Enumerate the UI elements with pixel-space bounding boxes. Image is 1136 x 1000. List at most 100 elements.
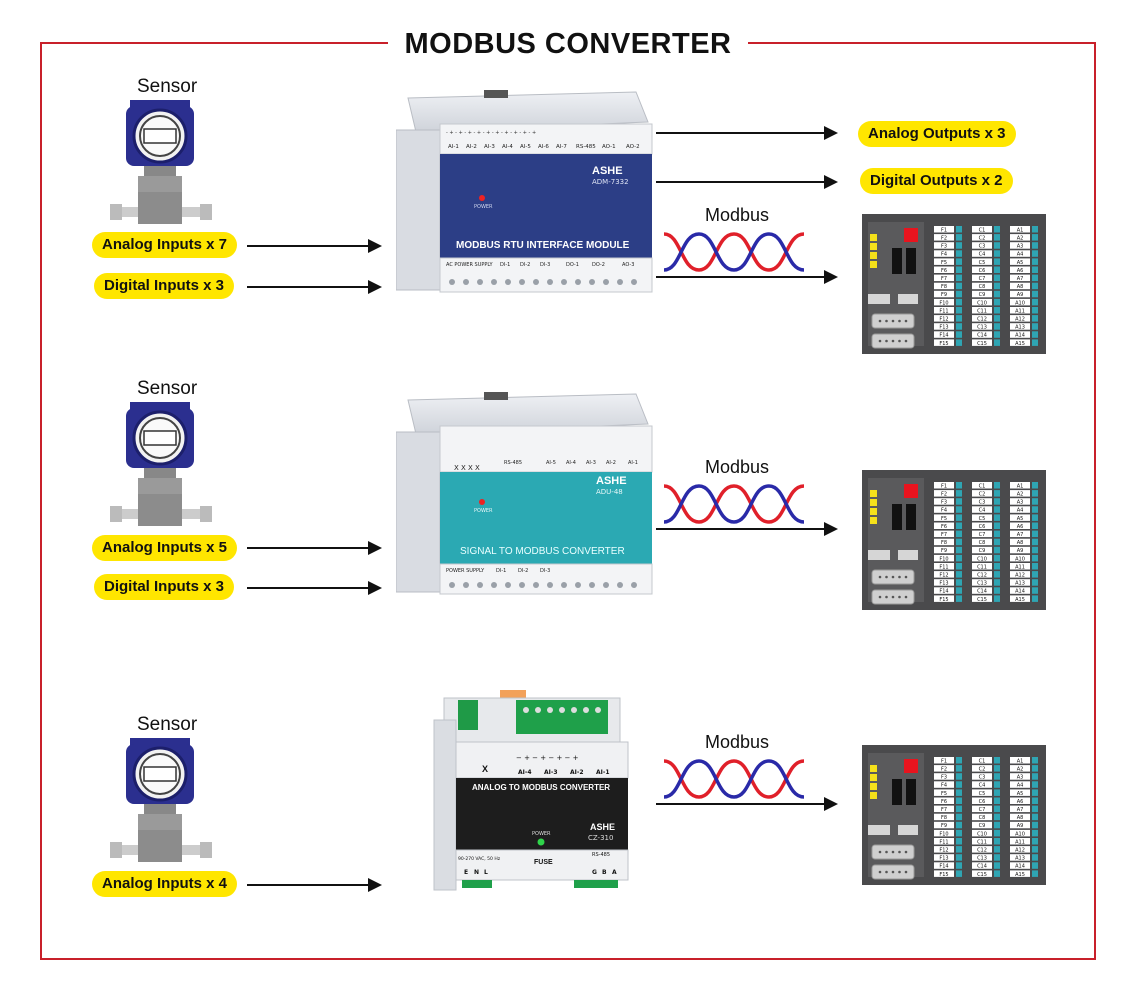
terminal-label: AI-3 xyxy=(484,144,495,150)
plc-terminal-label: F6 xyxy=(941,268,947,274)
svg-text:− + − + − + − +: − + − + − + − + xyxy=(516,754,579,762)
plc-terminal-label: F10 xyxy=(939,556,948,562)
terminal-label: E xyxy=(464,869,468,876)
plc-terminal-label: A11 xyxy=(1015,839,1025,845)
plc-terminal-label: F12 xyxy=(939,573,948,579)
plc-terminal-label: C9 xyxy=(979,548,986,554)
brand-label: ASHE xyxy=(590,822,615,832)
terminal-label: AI-5 xyxy=(520,144,531,150)
plc-terminal-label: A5 xyxy=(1017,516,1024,522)
plc-terminal-label: F11 xyxy=(939,308,948,314)
analog-outputs-pill: Analog Outputs x 3 xyxy=(858,121,1016,147)
terminal-label: AC POWER SUPPLY xyxy=(446,262,494,268)
terminal-label: AI-3 xyxy=(586,460,596,466)
plc-terminal-label: C5 xyxy=(979,516,986,522)
analog-input-arrow xyxy=(247,541,382,555)
plc-controller: F1F2F3F4F5F6F7F8F9F10F11F12F13F14F15C1C2… xyxy=(862,470,1046,610)
plc-terminal-label: A7 xyxy=(1017,276,1024,282)
plc-terminal-label: F15 xyxy=(939,597,948,603)
plc-terminal-label: C11 xyxy=(977,308,987,314)
plc-terminal-label: F13 xyxy=(939,581,948,587)
modbus-signal-wave xyxy=(664,759,804,799)
terminal-label: RS-485 xyxy=(576,144,596,150)
terminal-label: AO-3 xyxy=(622,262,634,268)
plc-terminal-label: F1 xyxy=(941,227,947,233)
plc-terminal-label: F7 xyxy=(941,807,947,813)
model-label: ADM-7332 xyxy=(592,178,629,186)
plc-terminal-label: F11 xyxy=(939,564,948,570)
terminal-label: AI-1 xyxy=(628,460,638,466)
plc-terminal-label: F13 xyxy=(939,325,948,331)
plc-terminal-label: F14 xyxy=(939,589,948,595)
terminal-label: AI-4 xyxy=(518,769,532,776)
plc-terminal-label: C13 xyxy=(977,325,987,331)
terminal-label: RS-485 xyxy=(504,460,522,466)
plc-terminal-label: A10 xyxy=(1015,556,1025,562)
plc-terminal-label: A14 xyxy=(1015,589,1025,595)
analog-inputs-pill: Analog Inputs x 5 xyxy=(92,535,238,561)
modbus-arrow xyxy=(656,797,838,811)
sensor-icon xyxy=(110,100,212,224)
terminal-label: AI-4 xyxy=(502,144,513,150)
plc-terminal-label: F5 xyxy=(941,516,947,522)
digital-input-arrow xyxy=(247,581,382,595)
terminal-label: DO-1 xyxy=(566,262,579,268)
plc-terminal-label: C15 xyxy=(977,341,987,347)
plc-terminal-label: C14 xyxy=(977,864,987,870)
plc-terminal-label: F7 xyxy=(941,276,947,282)
plc-terminal-label: A13 xyxy=(1015,856,1025,862)
plc-terminal-label: A7 xyxy=(1017,807,1024,813)
plc-terminal-label: A1 xyxy=(1017,758,1024,764)
digital-inputs-pill: Digital Inputs x 3 xyxy=(94,273,235,299)
model-label: ADU-48 xyxy=(596,488,623,496)
plc-terminal-label: C8 xyxy=(979,540,986,546)
plc-terminal-label: A3 xyxy=(1017,500,1024,506)
modbus-label: Modbus xyxy=(705,457,770,477)
plc-terminal-label: F12 xyxy=(939,848,948,854)
plc-terminal-label: F6 xyxy=(941,799,947,805)
digital-output-arrow xyxy=(656,175,838,189)
signal-to-modbus-converter: X X X X RS-485 AI-5 AI-4 AI-3 AI-2 AI-1 … xyxy=(396,392,653,595)
plc-terminal-label: A9 xyxy=(1017,823,1024,829)
analog-to-modbus-converter: X − + − + − + − + AI-4 AI-3 AI-2 AI-1 AN… xyxy=(433,690,629,891)
modbus-arrow xyxy=(656,522,838,536)
terminal-label: X xyxy=(482,764,488,774)
plc-terminal-label: C5 xyxy=(979,260,986,266)
plc-terminal-label: F10 xyxy=(939,831,948,837)
plc-terminal-label: F2 xyxy=(941,767,947,773)
terminal-label: AI-5 xyxy=(546,460,556,466)
model-label: CZ-310 xyxy=(588,834,613,842)
terminal-label: FUSE xyxy=(534,859,553,866)
terminal-label: AO-1 xyxy=(602,144,616,150)
plc-terminal-label: A5 xyxy=(1017,260,1024,266)
modbus-signal-wave xyxy=(664,484,804,524)
plc-terminal-label: A14 xyxy=(1015,864,1025,870)
plc-terminal-label: F4 xyxy=(941,783,947,789)
plc-terminal-label: C7 xyxy=(979,807,986,813)
plc-terminal-label: C14 xyxy=(977,589,987,595)
terminal-label: G xyxy=(592,869,597,876)
terminal-label: DI-3 xyxy=(540,568,550,574)
plc-terminal-label: F1 xyxy=(941,758,947,764)
plc-terminal-label: F3 xyxy=(941,500,947,506)
plc-terminal-label: F13 xyxy=(939,856,948,862)
device-name-label: SIGNAL TO MODBUS CONVERTER xyxy=(460,546,625,557)
plc-terminal-label: A8 xyxy=(1017,540,1024,546)
terminal-label: POWER SUPPLY xyxy=(446,568,485,574)
plc-terminal-label: F8 xyxy=(941,815,947,821)
plc-terminal-label: A9 xyxy=(1017,548,1024,554)
modbus-rtu-interface-module: - + - + - + - + - + - + - + - + - + - + … xyxy=(396,90,653,293)
terminal-label: AI-2 xyxy=(606,460,616,466)
plc-terminal-label: F3 xyxy=(941,775,947,781)
plc-terminal-label: A11 xyxy=(1015,308,1025,314)
plc-terminal-label: F7 xyxy=(941,532,947,538)
plc-terminal-label: A4 xyxy=(1017,508,1024,514)
modbus-signal-wave xyxy=(664,232,804,272)
plc-terminal-label: A9 xyxy=(1017,292,1024,298)
plc-terminal-label: A8 xyxy=(1017,815,1024,821)
plc-terminal-label: A15 xyxy=(1015,341,1025,347)
device-name-label: MODBUS RTU INTERFACE MODULE xyxy=(456,240,630,251)
plc-terminal-label: F5 xyxy=(941,260,947,266)
plc-terminal-label: C3 xyxy=(979,775,986,781)
plc-terminal-label: C5 xyxy=(979,791,986,797)
